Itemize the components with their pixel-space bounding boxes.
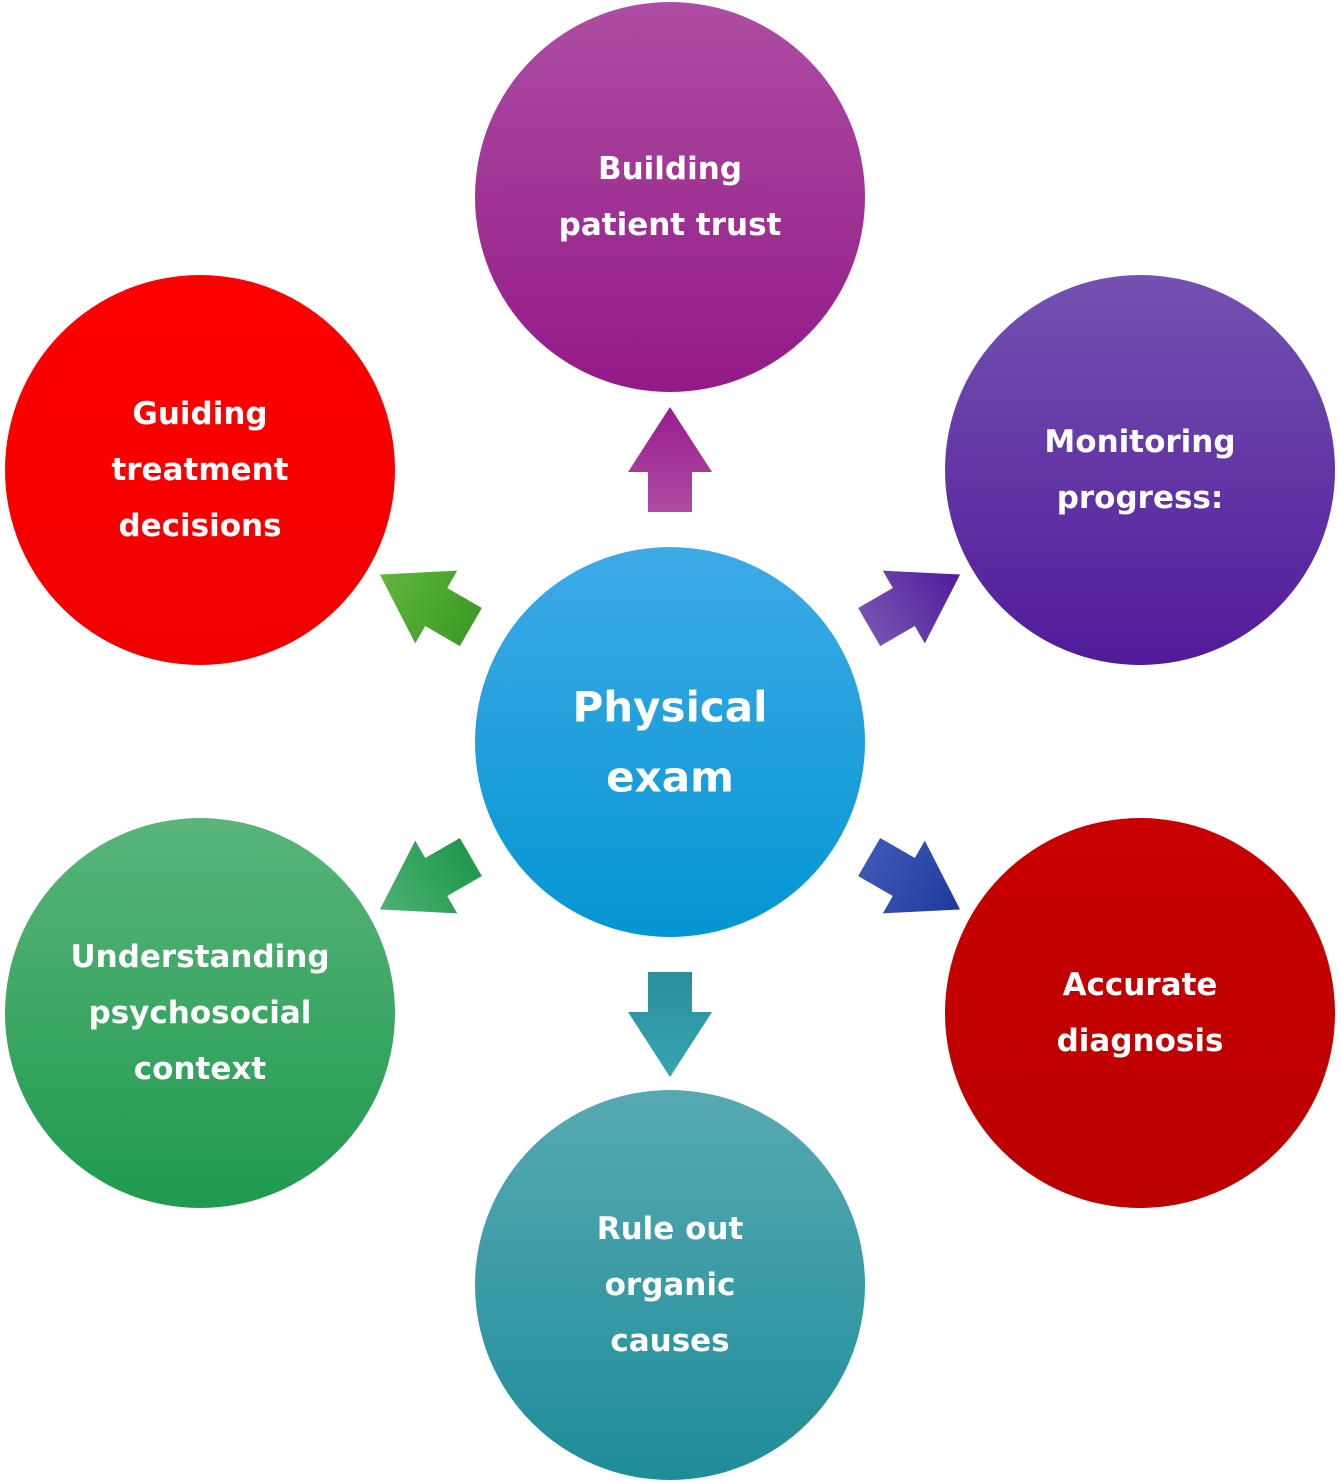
node-label-line: progress: xyxy=(1057,480,1224,516)
arrow-to-guiding-treatment-decisions xyxy=(379,570,482,647)
node-monitoring-progress: Monitoring progress: xyxy=(945,275,1335,665)
arrow-to-rule-out-organic-causes xyxy=(628,972,712,1077)
node-label-line: Accurate xyxy=(1063,967,1218,1003)
node-label-line: psychosocial xyxy=(89,995,312,1031)
center-label-line: exam xyxy=(606,753,734,802)
node-label-line: diagnosis xyxy=(1057,1023,1224,1059)
arrow-to-accurate-diagnosis xyxy=(858,837,961,914)
node-guiding-treatment-decisions: Guiding treatment decisions xyxy=(5,275,395,665)
node-label-line: patient trust xyxy=(559,207,782,243)
arrows-layer xyxy=(379,407,961,1077)
node-building-patient-trust: Building patient trust xyxy=(475,2,865,392)
node-understanding-psychosocial-context: Understanding psychosocial context xyxy=(5,818,395,1208)
node-label-line: causes xyxy=(610,1323,729,1359)
center-node: Physical exam xyxy=(475,547,865,937)
center-label-line: Physical xyxy=(572,683,767,732)
node-label-line: context xyxy=(134,1051,267,1087)
node-accurate-diagnosis: Accurate diagnosis xyxy=(945,818,1335,1208)
node-label-line: Monitoring xyxy=(1044,424,1235,460)
node-label-line: decisions xyxy=(118,508,281,544)
node-rule-out-organic-causes: Rule out organic causes xyxy=(475,1090,865,1480)
arrow-to-monitoring-progress xyxy=(858,570,961,647)
node-circle xyxy=(5,818,395,1208)
node-label-line: Understanding xyxy=(70,939,329,975)
node-circle xyxy=(475,1090,865,1480)
arrow-to-building-patient-trust xyxy=(628,407,712,512)
center-circle xyxy=(475,547,865,937)
node-label-line: Rule out xyxy=(597,1211,744,1247)
node-circle xyxy=(5,275,395,665)
node-label-line: Building xyxy=(598,151,742,187)
node-label-line: treatment xyxy=(111,452,288,488)
node-circle xyxy=(475,2,865,392)
node-circle xyxy=(945,275,1335,665)
node-label-line: Guiding xyxy=(132,396,267,432)
node-label-line: organic xyxy=(605,1267,736,1303)
arrow-to-understanding-psychosocial-context xyxy=(379,837,482,914)
node-circle xyxy=(945,818,1335,1208)
